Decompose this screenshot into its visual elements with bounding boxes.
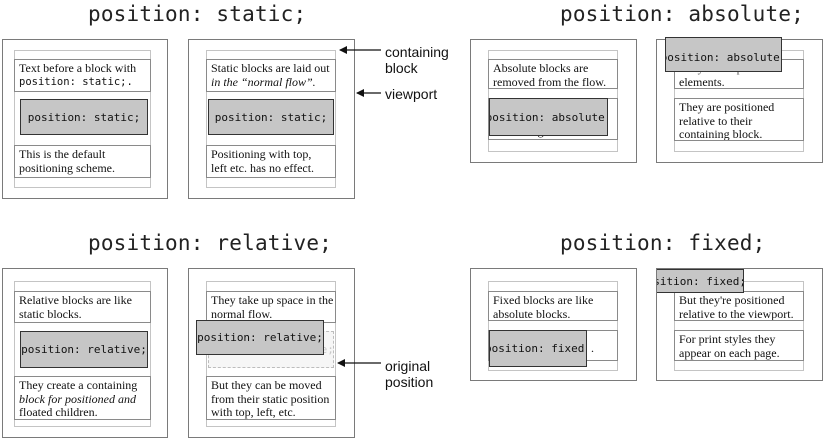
fixed-left-top-block: Fixed blocks are like absolute blocks. xyxy=(488,291,618,321)
relative-right-top-block: They take up space in the normal flow. xyxy=(206,291,336,323)
annotation-containing-block: containing block xyxy=(385,44,449,76)
annotation-viewport: viewport xyxy=(385,86,438,102)
relative-right-gray-block: position: relative; xyxy=(196,320,324,355)
relative-left-gray-block: position: relative; xyxy=(20,331,148,368)
annotation-original-position: original position xyxy=(385,358,434,390)
heading-relative: position: relative; xyxy=(88,231,333,255)
fixed-left-gray-block: position: fixed; xyxy=(489,330,587,367)
fixed-right-gray-clip: position: fixed; xyxy=(657,269,745,293)
static-left-gray-block: position: static; xyxy=(20,99,148,135)
static-right-top-block: Static blocks are laid out in the “norma… xyxy=(206,59,336,92)
fixed-right-bottom-block: For print styles they appear on each pag… xyxy=(674,330,804,361)
static-right-bottom-block: Positioning with top, left etc. has no e… xyxy=(206,145,336,178)
heading-absolute: position: absolute; xyxy=(560,2,805,26)
relative-left-bottom-block: They create a containing block for posit… xyxy=(14,376,151,420)
absolute-left-top-block: Absolute blocks are removed from the flo… xyxy=(488,59,618,89)
fixed-right-gray-block: position: fixed; xyxy=(657,269,744,293)
static-right-gray-block: position: static; xyxy=(208,99,334,135)
heading-fixed: position: fixed; xyxy=(560,231,766,255)
absolute-right-bottom-block: They are positioned relative to their co… xyxy=(674,98,804,141)
heading-static: position: static; xyxy=(88,2,307,26)
relative-left-top-block: Relative blocks are like static blocks. xyxy=(14,291,151,323)
absolute-right-gray-block: position: absolute; xyxy=(665,37,782,72)
relative-right-bottom-block: But they can be moved from their static … xyxy=(206,376,336,420)
static-left-top-block: Text before a block with position: stati… xyxy=(14,59,151,92)
absolute-left-gray-block: position: absolute; xyxy=(489,98,608,136)
fixed-right-top-block: But they're positioned relative to the v… xyxy=(674,291,804,321)
static-left-bottom-block: This is the default positioning scheme. xyxy=(14,145,151,178)
